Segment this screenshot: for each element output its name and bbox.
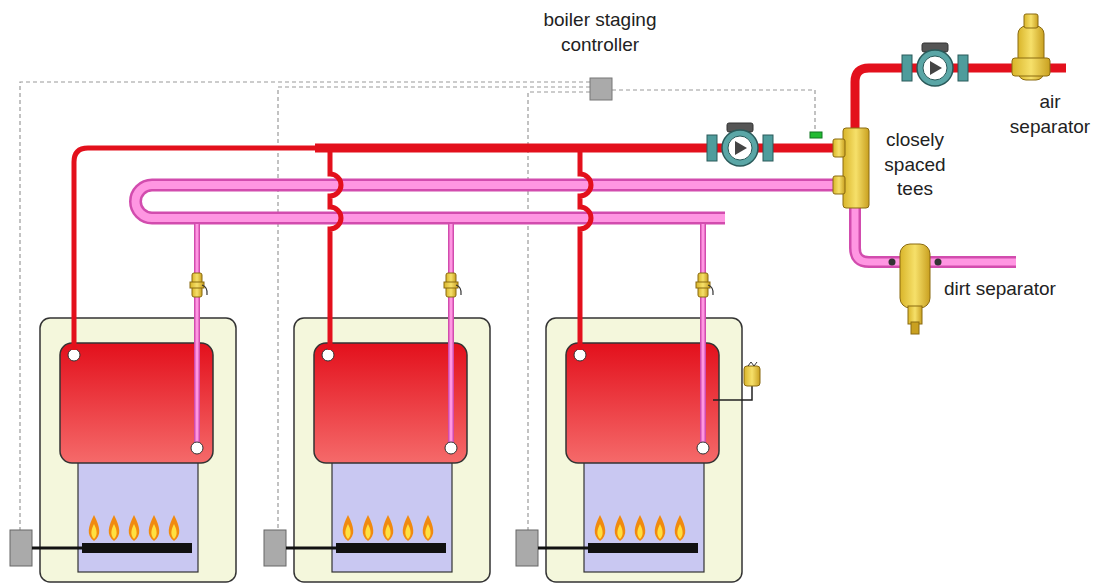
part-label: air separator [1002,90,1098,139]
controller-box [590,78,612,100]
system-return-pipe [855,205,1016,262]
boiler [10,224,236,582]
return-header [136,185,849,218]
supply-piping [74,68,1066,350]
relief-valve [713,362,760,400]
part-label: dirt separator [944,277,1056,302]
boiler [264,224,490,582]
air-separator [1012,14,1050,80]
temperature-sensor [810,132,822,138]
circulator-pump [902,43,968,86]
part-label: closely spaced tees [874,128,956,202]
boiler [516,224,742,582]
dirt-separator [889,244,942,334]
closely-spaced-tees [833,128,869,208]
part-label: boiler staging controller [525,8,675,57]
circulator-pump [707,123,773,166]
